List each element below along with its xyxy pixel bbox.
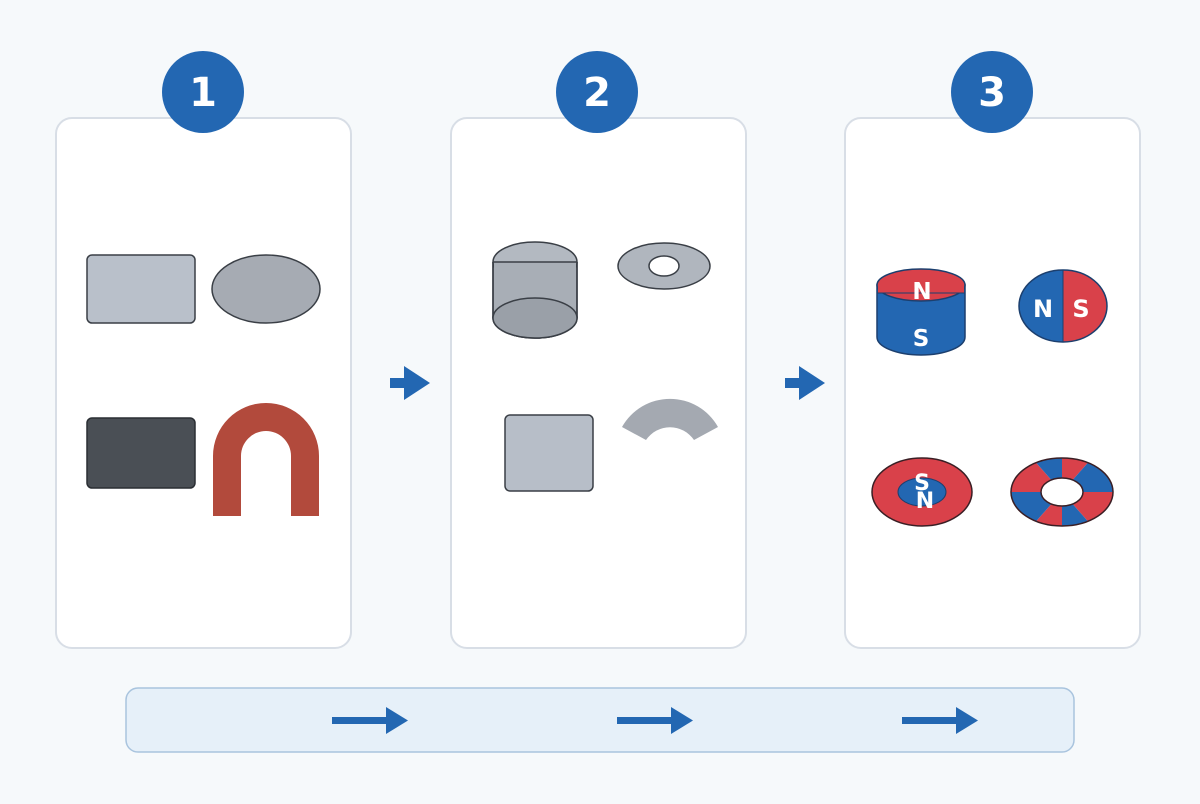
step-3-panel bbox=[844, 117, 1141, 649]
horseshoe-magnet-icon bbox=[213, 403, 319, 516]
disc-north-label: N bbox=[1033, 295, 1053, 323]
square-block-icon bbox=[504, 414, 594, 492]
ring-magnet-icon: S N bbox=[871, 457, 973, 527]
step-3-number: 3 bbox=[978, 70, 1006, 116]
step-1-number: 1 bbox=[189, 70, 217, 116]
arc-segment-icon bbox=[622, 398, 718, 440]
grey-oval-icon bbox=[211, 254, 321, 324]
light-steel-block-icon bbox=[86, 254, 196, 324]
flow-arrow-icon-3 bbox=[902, 707, 978, 734]
step-3-badge: 3 bbox=[951, 51, 1033, 133]
ring-south-label: S bbox=[914, 471, 930, 496]
ring-north-label: N bbox=[916, 489, 934, 514]
split-disc-magnet-icon: N S bbox=[1018, 269, 1108, 343]
cylinder-north-label: N bbox=[912, 279, 931, 305]
step-2-panel bbox=[450, 117, 747, 649]
cylinder-south-label: S bbox=[913, 326, 930, 352]
flow-arrow-icon-1 bbox=[332, 707, 408, 734]
ring-washer-icon bbox=[617, 242, 711, 290]
step-2-number: 2 bbox=[583, 70, 611, 116]
step-1-badge: 1 bbox=[162, 51, 244, 133]
dark-steel-block-icon bbox=[86, 417, 196, 489]
arrow-icon-step1-to-step2 bbox=[390, 366, 430, 400]
step-2-badge: 2 bbox=[556, 51, 638, 133]
disc-south-label: S bbox=[1072, 295, 1089, 323]
multipole-ring-magnet-icon bbox=[1010, 457, 1114, 527]
arrow-icon-step2-to-step3 bbox=[785, 366, 825, 400]
step-1-panel bbox=[55, 117, 352, 649]
flow-arrow-icon-2 bbox=[617, 707, 693, 734]
cylinder-icon bbox=[492, 241, 578, 339]
process-flow-bar bbox=[125, 687, 1075, 753]
magnetized-cylinder-icon: N S bbox=[876, 268, 966, 356]
